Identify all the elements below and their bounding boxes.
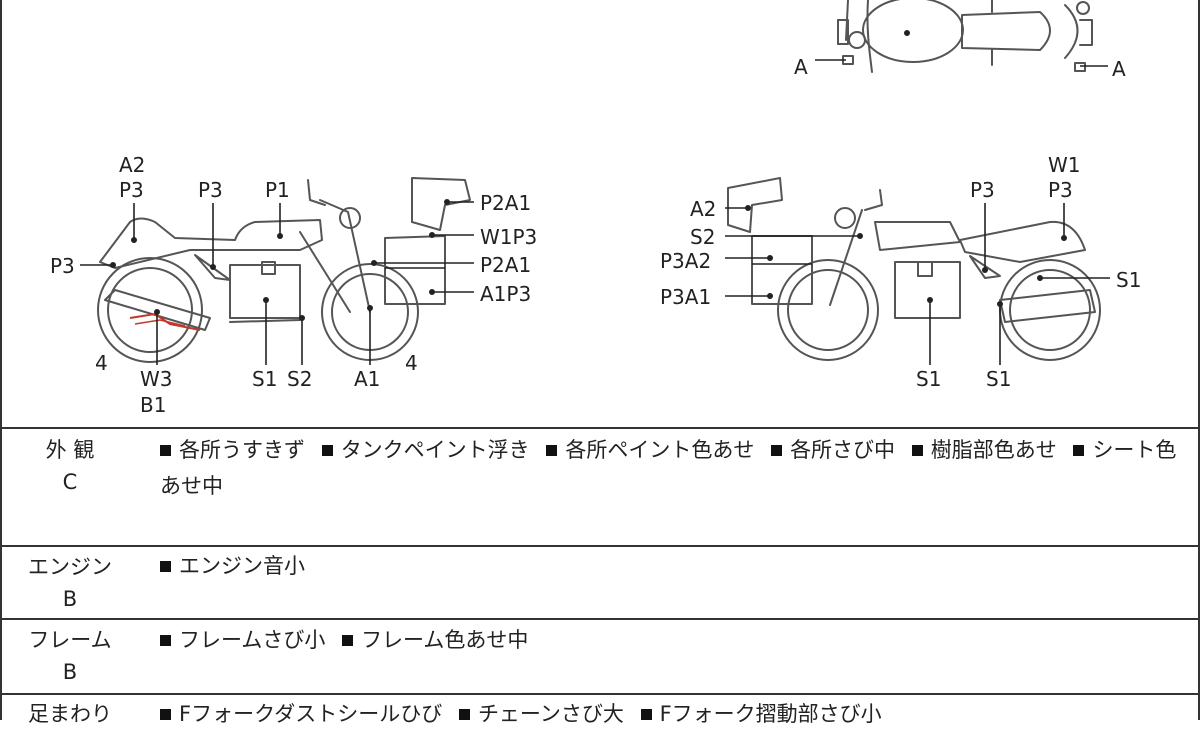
left-label-p2a1-top: P2A1 (480, 191, 531, 215)
right-label-a2: A2 (690, 197, 716, 221)
row-items-frame: フレームさび小 フレーム色あせ中 (160, 622, 1182, 658)
left-label-p1: P1 (265, 178, 290, 202)
bullet-square-icon (911, 444, 923, 456)
left-label-p3-rear: P3 (119, 178, 144, 202)
row-category-suspension: 足まわり (0, 698, 140, 730)
bullet-square-icon (640, 708, 652, 720)
condition-item: 各所さび中 (790, 438, 896, 462)
bullet-square-icon (160, 560, 171, 572)
left-label-a1p3: A1P3 (480, 282, 531, 306)
bullet-square-icon (321, 444, 333, 456)
divider-row-2 (0, 618, 1200, 620)
top-label-a-right: A (1112, 57, 1126, 81)
category-name: 足まわり (28, 702, 112, 726)
right-side-view: W1 P3 P3 A2 S2 P3A2 P3A1 S1 S1 S1 (660, 153, 1141, 391)
row-category-exterior: 外 観 C (0, 434, 140, 498)
condition-item: Fフォーク摺動部さび小 (659, 702, 882, 726)
category-name: 外 観 (45, 438, 95, 462)
row-items-engine: エンジン音小 (160, 548, 1182, 584)
bullet-square-icon (160, 634, 171, 646)
bullet-square-icon (160, 708, 171, 720)
top-view: A A (794, 0, 1126, 81)
bullet-square-icon (546, 444, 558, 456)
condition-item: タンクペイント浮き (340, 438, 530, 462)
left-label-a2: A2 (119, 153, 145, 177)
left-label-tire-front: 4 (405, 351, 418, 375)
left-label-s2: S2 (287, 367, 312, 391)
left-label-s1: S1 (252, 367, 277, 391)
row-category-engine: エンジン B (0, 551, 140, 615)
category-grade: C (62, 470, 78, 494)
condition-item: 各所うすきず (179, 438, 305, 462)
category-grade: B (62, 660, 78, 684)
condition-item: フレームさび小 (179, 628, 326, 652)
bullet-square-icon (771, 444, 783, 456)
row-items-suspension: Fフォークダストシールひび チェーンさび大 Fフォーク摺動部さび小 (160, 696, 1182, 732)
condition-item: シート色あせ中 (160, 438, 1177, 498)
condition-item: エンジン音小 (179, 554, 305, 578)
right-label-p3-rear: P3 (1048, 178, 1073, 202)
right-label-s2: S2 (690, 225, 715, 249)
condition-item: 各所ペイント色あせ (565, 438, 755, 462)
category-name: エンジン (28, 555, 112, 579)
condition-item: チェーンさび大 (477, 702, 624, 726)
left-label-b1: B1 (140, 393, 166, 417)
right-label-w1: W1 (1048, 153, 1081, 177)
right-label-s1-engine: S1 (916, 367, 941, 391)
top-label-a-left: A (794, 55, 808, 79)
divider-diagram (0, 427, 1200, 429)
bullet-square-icon (342, 634, 354, 646)
left-label-w3: W3 (140, 367, 173, 391)
condition-item: 樹脂部色あせ (930, 438, 1057, 462)
frame-left (0, 0, 2, 720)
category-name: フレーム (28, 628, 112, 652)
bullet-square-icon (1073, 444, 1085, 456)
right-label-p3-side: P3 (970, 178, 995, 202)
right-label-p3a1: P3A1 (660, 285, 711, 309)
left-label-p3-side: P3 (198, 178, 223, 202)
right-label-s1-rear: S1 (1116, 268, 1141, 292)
frame-right (1198, 0, 1200, 720)
left-side-view: A2 P3 P3 P1 P2A1 W1P3 P2A1 A1P3 P3 4 W3 … (50, 153, 537, 417)
left-label-w1p3: W1P3 (480, 225, 537, 249)
divider-row-3 (0, 693, 1200, 695)
divider-row-1 (0, 545, 1200, 547)
bullet-square-icon (458, 708, 470, 720)
left-label-a1: A1 (354, 367, 380, 391)
motorcycle-diagram: A A (50, 0, 1141, 417)
right-label-s1-exhaust: S1 (986, 367, 1011, 391)
category-grade: B (62, 587, 78, 611)
left-label-p3-front: P3 (50, 254, 75, 278)
right-label-p3a2: P3A2 (660, 249, 711, 273)
left-label-p2a1-mid: P2A1 (480, 253, 531, 277)
bullet-square-icon (160, 444, 171, 456)
left-label-tire-rear: 4 (95, 351, 108, 375)
damage-mark (129, 312, 201, 331)
row-items-exterior: 各所うすきず タンクペイント浮き 各所ペイント色あせ 各所さび中 樹脂部色あせ … (160, 432, 1182, 504)
condition-item: Fフォークダストシールひび (179, 702, 443, 726)
row-category-frame: フレーム B (0, 624, 140, 688)
condition-item: フレーム色あせ中 (361, 628, 529, 652)
